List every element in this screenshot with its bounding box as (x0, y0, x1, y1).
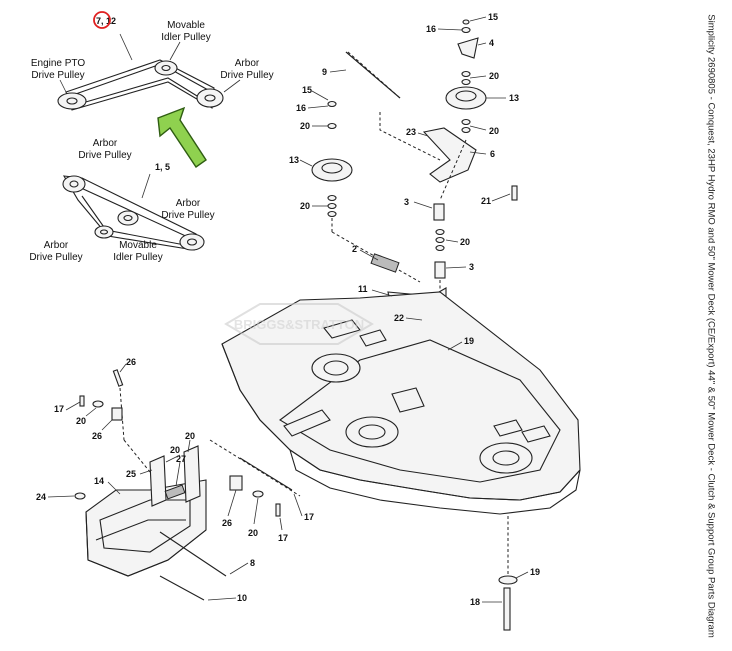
arbor-pulley-icon (196, 88, 224, 108)
label-b-arbor-left-line1: Arbor (44, 240, 69, 251)
bolt-18-icon (503, 587, 511, 631)
movable-idler-pulley-icon (154, 60, 178, 76)
label-b-arbor-top-line1: Arbor (93, 138, 118, 149)
label-engine-pto-line1: Engine PTO (31, 58, 86, 69)
callout-17-bottom: 17 (278, 533, 288, 543)
belt-b-part-number: 1, 5 (155, 162, 170, 172)
callout-20-mid: 20 (489, 126, 499, 136)
label-movable-line2: Idler Pulley (161, 32, 210, 43)
callout-15: 15 (488, 12, 498, 22)
callout-20-bracket-top: 20 (185, 431, 195, 441)
callout-16-left: 16 (296, 103, 306, 113)
callout-6: 6 (490, 149, 495, 159)
callout-26-top: 26 (126, 357, 136, 367)
label-arbor-line2: Drive Pulley (220, 70, 273, 81)
support-bracket-icon (85, 445, 207, 577)
callout-16: 16 (426, 24, 436, 34)
engine-pto-pulley-icon (57, 92, 87, 110)
callout-13-right: 13 (509, 93, 519, 103)
callout-18: 18 (470, 597, 480, 607)
callout-24: 24 (36, 492, 46, 502)
idler-pulley-stack-right (422, 19, 487, 201)
callout-26-left: 26 (92, 431, 102, 441)
callout-3-bottom: 3 (469, 262, 474, 272)
callout-4: 4 (489, 38, 494, 48)
nut-24-icon (74, 492, 86, 500)
belt-routing-a (57, 33, 241, 111)
spacer-26-left-icon (111, 407, 123, 421)
green-arrow-icon (157, 106, 207, 168)
label-b-arbor-top-line2: Drive Pulley (78, 150, 131, 161)
side-caption-text: Simplicity 2690805 - Conquest, 23HP Hydr… (705, 14, 717, 638)
callout-11: 11 (358, 284, 368, 294)
label-b-arbor-right-line2: Drive Pulley (161, 210, 214, 221)
pin-26-top-icon (112, 369, 124, 387)
callout-25: 25 (126, 469, 136, 479)
bolt-17-right-icon (275, 503, 281, 517)
callout-20-right: 20 (248, 528, 258, 538)
callout-8: 8 (250, 558, 255, 568)
callout-15-left: 15 (302, 85, 312, 95)
bracket-4-icon (457, 37, 479, 59)
callout-3-top: 3 (404, 197, 409, 207)
idler-pulley-13-left-icon (311, 158, 353, 182)
spring-9-icon (345, 51, 401, 99)
washer-19-bottom-icon (498, 575, 518, 585)
idler-pulley-stack-left (311, 100, 421, 283)
label-arbor-line1: Arbor (235, 58, 260, 69)
belt-a-part-number: 7, 12 (96, 16, 116, 26)
assembly-guide-line (379, 112, 441, 161)
belt-routing-b (62, 173, 205, 251)
callout-19-deck: 19 (464, 336, 474, 346)
label-movable-line1: Movable (167, 20, 205, 31)
idler-arm-6-icon (422, 127, 477, 183)
watermark: BRIGGS&STRATTON (224, 303, 374, 345)
callout-23: 23 (406, 127, 416, 137)
spring-2-icon (370, 253, 400, 273)
callout-26-right: 26 (222, 518, 232, 528)
callout-17-left: 17 (54, 404, 64, 414)
callout-10: 10 (237, 593, 247, 603)
callout-9: 9 (322, 67, 327, 77)
callout-20-top: 20 (489, 71, 499, 81)
part-callouts: 15 16 4 20 13 20 6 23 9 15 16 20 13 20 3… (36, 12, 540, 607)
label-b-movable-line2: Idler Pulley (113, 252, 162, 263)
idler-pulley-13-icon (445, 86, 487, 110)
callout-20-left: 20 (76, 416, 86, 426)
b-arbor-left-pulley-icon (94, 225, 114, 239)
callout-2: 2 (352, 244, 357, 254)
callout-20-bracket-mid: 20 (170, 445, 180, 455)
callout-27: 27 (176, 454, 186, 464)
bolt-17-left-icon (79, 395, 85, 407)
label-b-arbor-left-line2: Drive Pulley (29, 252, 82, 263)
bolt-21-icon (511, 185, 518, 201)
label-b-arbor-right-line1: Arbor (176, 198, 201, 209)
callout-13-left: 13 (289, 155, 299, 165)
callout-20-center: 20 (460, 237, 470, 247)
spacer-26-right-icon (229, 475, 243, 491)
callout-20-left-top: 20 (300, 121, 310, 131)
callout-21: 21 (481, 196, 491, 206)
callout-19-bottom: 19 (530, 567, 540, 577)
callout-22: 22 (394, 313, 404, 323)
spring-27-icon (164, 484, 186, 500)
side-caption: Simplicity 2690805 - Conquest, 23HP Hydr… (700, 8, 722, 644)
b-movable-idler-icon (117, 210, 139, 226)
label-engine-pto-line2: Drive Pulley (31, 70, 84, 81)
callout-17-right: 17 (304, 512, 314, 522)
label-b-movable-line1: Movable (119, 240, 157, 251)
watermark-text: BRIGGS&STRATTON (234, 317, 364, 332)
b-arbor-top-pulley-icon (62, 175, 86, 193)
callout-20-left-bottom: 20 (300, 201, 310, 211)
b-arbor-right-pulley-icon (179, 233, 205, 251)
highlight-circle (93, 11, 111, 29)
callout-14: 14 (94, 476, 104, 486)
